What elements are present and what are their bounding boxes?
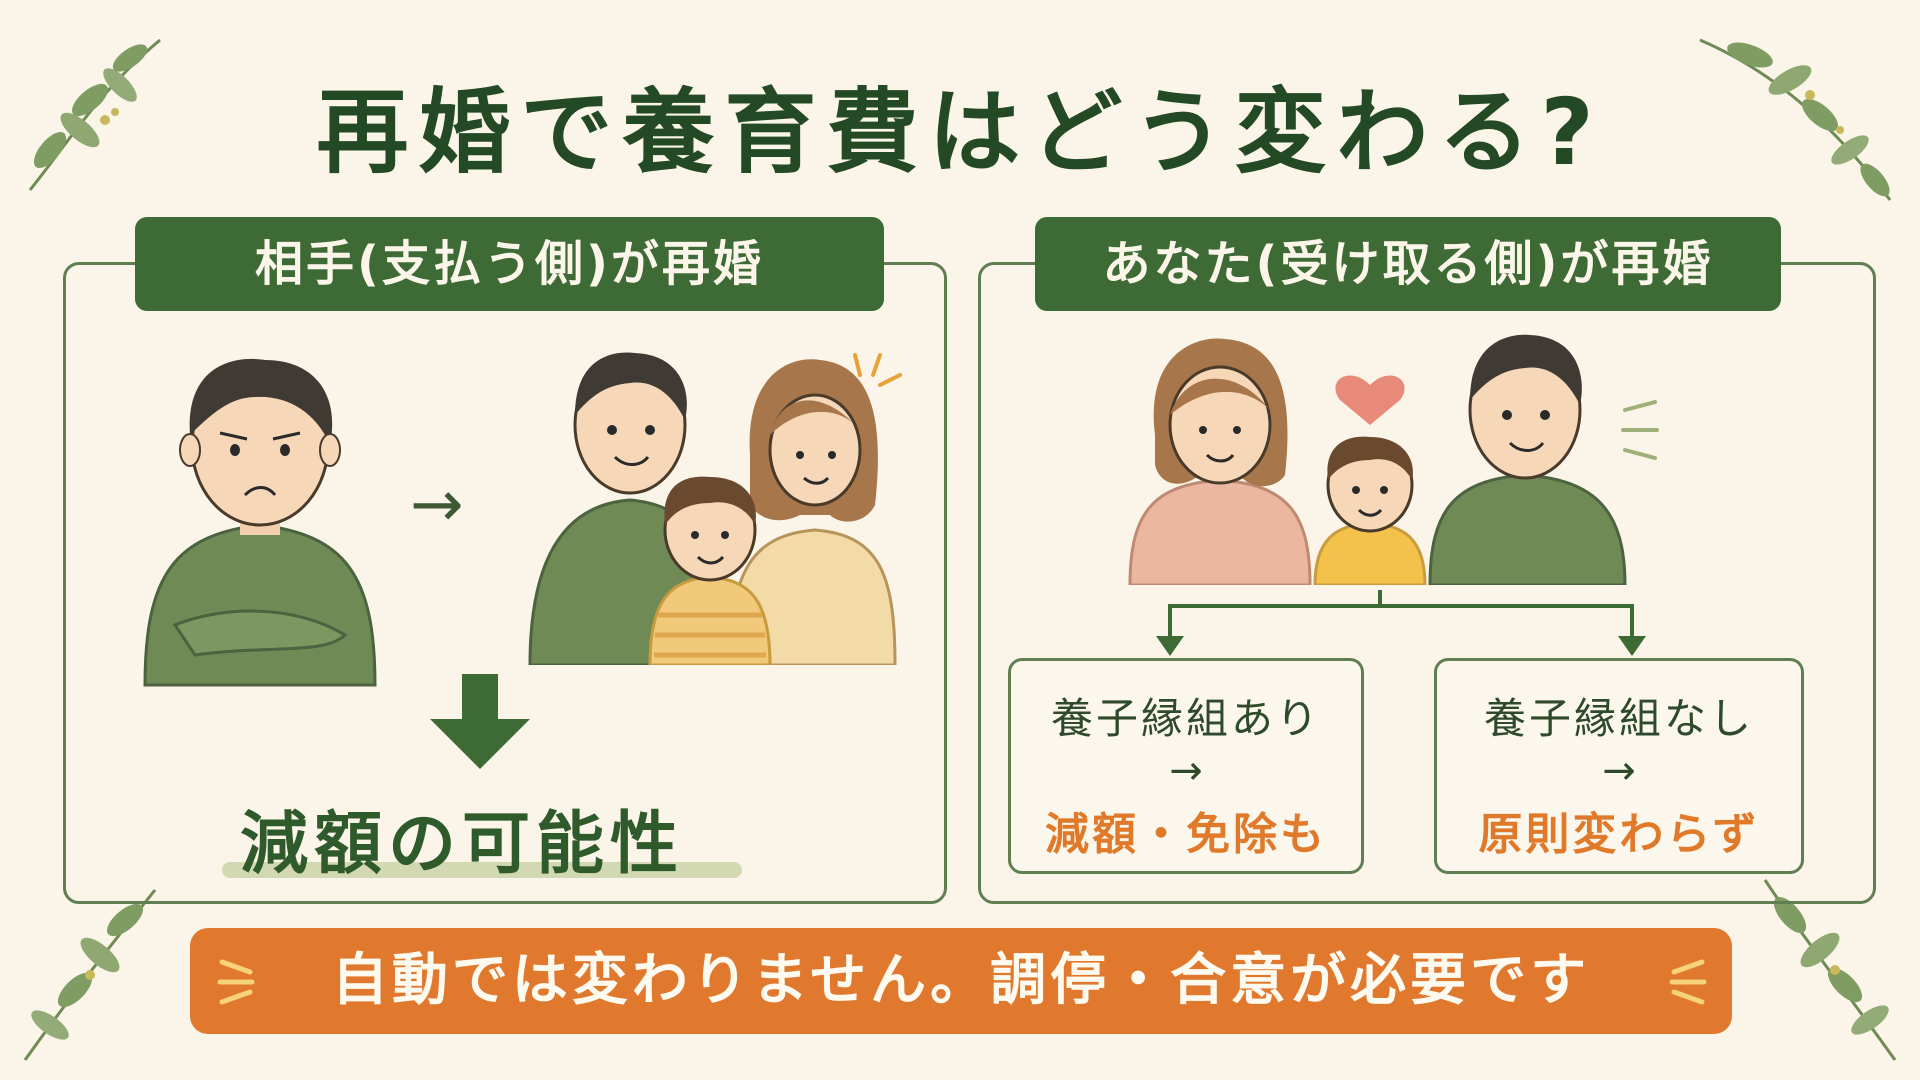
adoption-no-arrow: → xyxy=(1602,748,1636,794)
adoption-yes-condition: 養子縁組あり xyxy=(1050,694,1321,743)
sparkle-icon xyxy=(853,353,902,387)
adoption-no-condition: 養子縁組なし xyxy=(1483,694,1754,743)
right-panel-header: あなた(受け取る側)が再婚 xyxy=(1035,217,1781,311)
sparkle-icon xyxy=(1669,959,1707,1005)
left-result-text: 減額の可能性 xyxy=(240,805,685,884)
leaf-decoration-bottom-left xyxy=(23,889,157,1061)
adoption-yes-arrow: → xyxy=(1169,748,1203,794)
branch-arrowhead-icon xyxy=(1156,636,1184,656)
branch-connector xyxy=(1168,604,1634,608)
branch-connector xyxy=(1378,590,1382,606)
left-panel: 相手(支払う側)が再婚 xyxy=(63,217,947,904)
worried-man-illustration xyxy=(143,358,377,687)
adoption-yes-box: 養子縁組あり → 減額・免除も xyxy=(1008,658,1364,874)
adoption-no-box: 養子縁組なし → 原則変わらず xyxy=(1434,658,1804,874)
branch-connector xyxy=(1630,604,1634,642)
new-family-illustration xyxy=(528,352,897,665)
sparkle-icon xyxy=(217,959,255,1005)
stepfamily-illustration xyxy=(1128,334,1627,585)
sparkle-icon xyxy=(1621,400,1659,460)
adoption-yes-outcome: 減額・免除も xyxy=(1045,809,1327,860)
right-panel: あなた(受け取る側)が再婚 xyxy=(978,217,1876,904)
leaf-decoration-top-right xyxy=(1699,38,1892,201)
result-highlight xyxy=(222,862,742,878)
branch-connector xyxy=(1168,604,1172,642)
leaf-decoration-bottom-right xyxy=(1763,879,1897,1061)
down-arrow-icon xyxy=(430,674,530,769)
transition-arrow: → xyxy=(410,468,464,542)
left-panel-header: 相手(支払う側)が再婚 xyxy=(135,217,884,311)
bottom-banner: 自動では変わりません。調停・合意が必要です xyxy=(190,928,1732,1034)
banner-text: 自動では変わりません。調停・合意が必要です xyxy=(331,948,1591,1013)
adoption-no-outcome: 原則変わらず xyxy=(1478,809,1760,860)
branch-arrowhead-icon xyxy=(1618,636,1646,656)
page-title: 再婚で養育費はどう変わる? xyxy=(316,79,1604,186)
leaf-decoration-top-left xyxy=(28,38,161,191)
